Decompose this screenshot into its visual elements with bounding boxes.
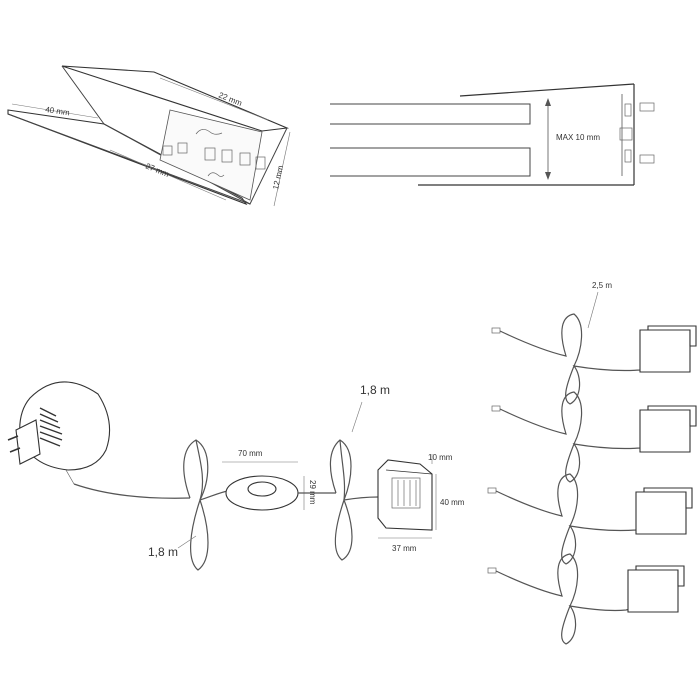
foot-switch: 70 mm 29 mm [222,449,336,511]
plug-icon [15,419,41,465]
clip-icon [255,156,266,170]
clip-icon [619,127,633,141]
dim-70mm: 70 mm [238,449,263,458]
cable-length-lights: 2,5 m [592,281,612,290]
connector-icon [487,487,497,494]
clip-icon [239,152,251,166]
dim-12mm: 12 mm [271,164,285,190]
light-fixture [639,329,691,373]
cable-length-left: 1,8 m [148,545,178,559]
clip-icon [162,145,173,156]
clip-icon [624,149,632,163]
screw-icon [639,102,655,112]
box-body [377,459,433,531]
box-port-icon [391,477,421,509]
dim-40mm-box: 40 mm [440,498,465,507]
light-2 [491,391,697,483]
light-3 [487,473,693,565]
dim-37mm: 37 mm [392,544,417,553]
dim-max-10mm: MAX 10 mm [556,133,600,142]
connector-icon [491,327,501,334]
connector-icon [491,405,501,412]
clip-icon [624,103,632,117]
dim-40mm: 40 mm [45,105,71,117]
light-fixture [627,569,679,613]
cable-coil-2 [329,439,379,561]
switch-button [247,481,277,497]
connector-icon [487,567,497,574]
vent-icon [39,407,63,447]
distribution-box: 10 mm 40 mm 37 mm [377,453,465,553]
power-adapter [7,381,191,499]
wire-hook-icon [195,129,223,135]
light-4 [487,553,685,645]
clip-icon [221,149,233,163]
bracket-perspective: 22 mm 40 mm 27 mm 12 mm [7,65,291,207]
dim-29mm: 29 mm [308,480,317,505]
clip-icon [177,142,188,154]
cable-length-right: 1,8 m [360,383,390,397]
clip-icon [204,147,216,161]
light-fixture [635,491,687,535]
light-fixture [639,409,691,453]
cable-coil-1 [183,439,233,571]
light-1 [491,313,697,405]
screw-icon [639,154,655,164]
bracket-section: MAX 10 mm [330,83,655,186]
dim-10mm: 10 mm [428,453,453,462]
wire-hook-icon [207,172,225,177]
